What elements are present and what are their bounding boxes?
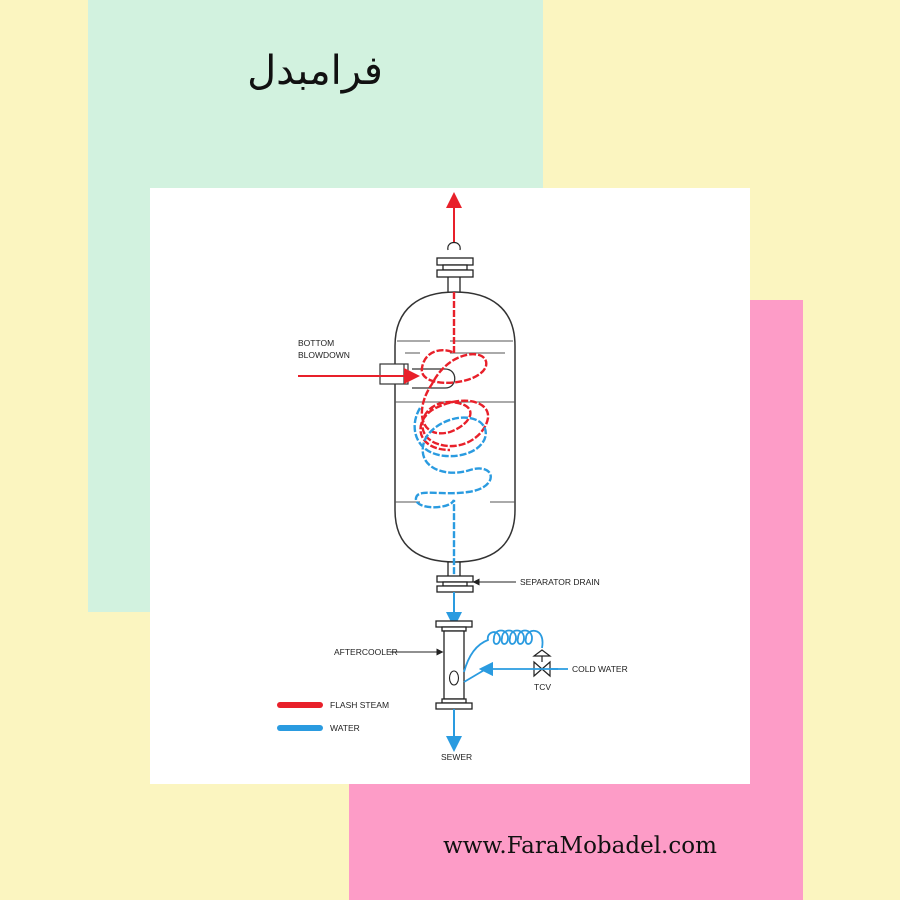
aftercooler [435, 620, 473, 710]
cold-water-into-cooler [463, 668, 487, 683]
legend: FLASH STEAM WATER [277, 700, 389, 733]
flash-steam-spiral [419, 292, 490, 452]
bottom-nozzle-flange [436, 562, 474, 593]
tcv-label: TCV [534, 682, 551, 692]
legend-label-flash-steam: FLASH STEAM [330, 700, 389, 710]
inlet-return-bend [412, 368, 456, 389]
inlet-nozzle [379, 363, 409, 385]
sewer-label: SEWER [441, 752, 472, 762]
top-nozzle-flange [436, 257, 474, 292]
aftercooler-label: AFTERCOOLER [334, 647, 398, 657]
flash-tank-diagram: SEPARATOR DRAIN AFTERCOOLER TCV COLD WAT… [277, 192, 628, 762]
tcv-valve [532, 649, 552, 678]
bottom-blowdown-label-line2: BLOWDOWN [298, 350, 350, 360]
brand-title: فرامبدل [247, 48, 383, 94]
cold-water-label: COLD WATER [572, 664, 628, 674]
legend-label-water: WATER [330, 723, 360, 733]
website-url: www.FaraMobadel.com [443, 833, 717, 859]
tcv-sensing-coil [463, 629, 544, 673]
water-spiral [413, 407, 492, 586]
bottom-blowdown-label-line1: BOTTOM [298, 338, 334, 348]
diagram-panel: SEPARATOR DRAIN AFTERCOOLER TCV COLD WAT… [150, 188, 750, 784]
separator-drain-label: SEPARATOR DRAIN [520, 577, 600, 587]
top-loop [447, 241, 461, 251]
